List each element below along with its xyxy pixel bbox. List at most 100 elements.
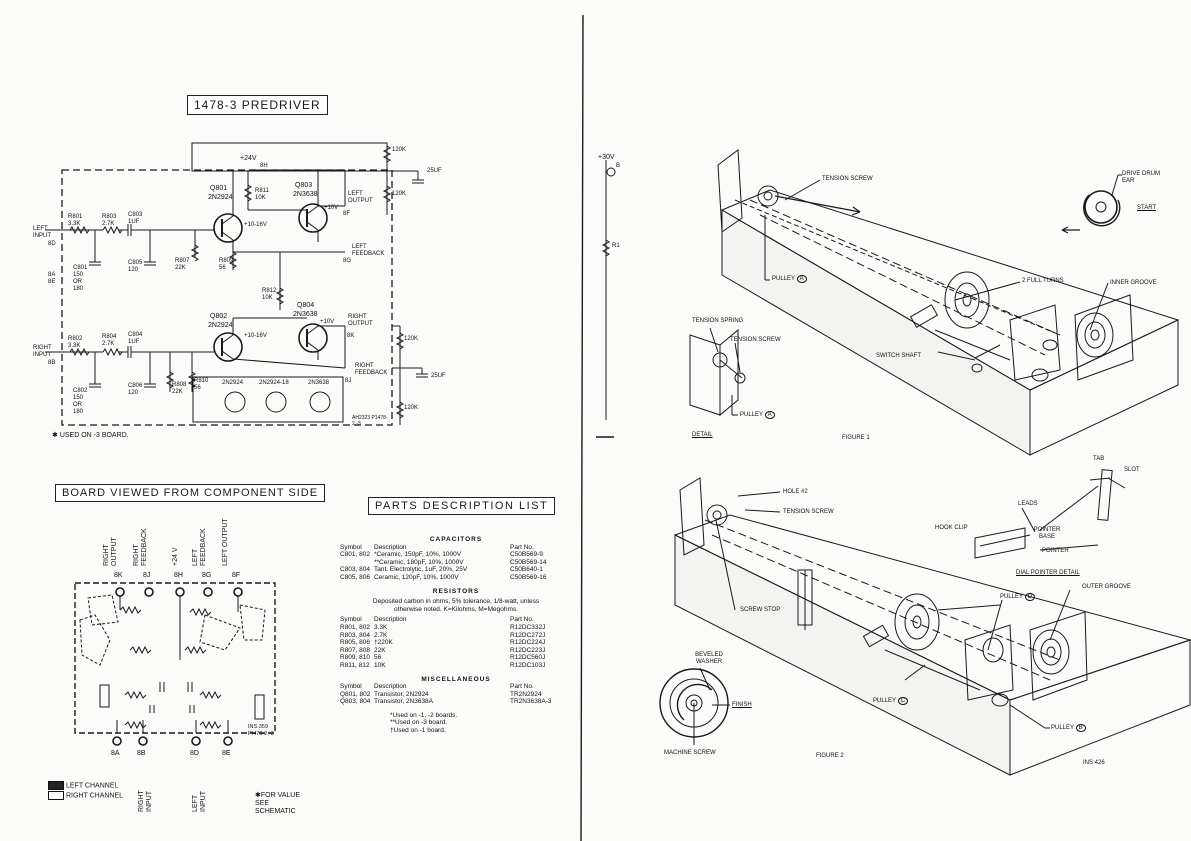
q803-ref: Q803 <box>295 182 313 189</box>
cap-desc: **Ceramic, 180pF, 10%, 1000V <box>374 558 464 566</box>
left-input-label: LEFT INPUT <box>33 226 51 239</box>
ext-resistor-d <box>395 401 405 419</box>
q801-symbol <box>213 213 243 243</box>
resistors-note: Deposited carbon in ohms, 5% tolerance, … <box>372 598 540 613</box>
fig2-outer-groove: OUTER GROOVE <box>1082 584 1132 590</box>
res-symbol: R811, 812 <box>340 661 370 669</box>
left-output-label: LEFT OUTPUT <box>348 191 373 204</box>
q802-ref: Q802 <box>210 313 228 320</box>
asterisk-icon: ✱ <box>255 792 261 799</box>
res-symbol: R807, 808 <box>340 646 370 654</box>
res-desc: 56 <box>374 654 382 662</box>
figure2-drawing <box>659 469 1191 776</box>
partial-pin: B <box>616 163 621 169</box>
cap-part: C50B640-1 <box>510 566 543 574</box>
col-partno: Part No. <box>510 616 534 624</box>
res-part: R12DC223J <box>510 646 546 654</box>
cap-desc: Ceramic, 120pF, 10%, 1000V <box>374 573 459 581</box>
fig1-detail-pulley-text: PULLEY <box>740 412 763 418</box>
pad-8b <box>138 736 148 746</box>
q803-symbol <box>298 203 328 233</box>
fig1-inner-groove: INNER GROOVE <box>1110 280 1157 286</box>
schematic-drawing-no: AH2323 P1478-2,-3 <box>352 415 388 427</box>
left-output-pin: 8F <box>343 211 351 217</box>
cap-desc: *Ceramic, 150pF, 10%, 1000V <box>374 551 462 559</box>
board-bottom-pin-0: 8A <box>111 750 120 757</box>
right-input-label: RIGHT INPUT <box>33 345 52 358</box>
res-part: R12DC224J <box>510 639 546 647</box>
fig2-pointer-base: POINTER BASE <box>1033 527 1061 540</box>
table-row: R809, 810 56 R12DC560J <box>340 654 572 662</box>
fig1-switch-shaft: SWITCH SHAFT <box>876 353 921 359</box>
parts-header-row: Symbol Description Part No. <box>340 683 572 691</box>
legend-right-text: RIGHT CHANNEL <box>66 792 124 800</box>
r802-symbol <box>69 347 90 357</box>
c804-label: C804 1UF <box>128 332 143 345</box>
res-part: R12DC103J <box>510 661 546 669</box>
fig2-pointer: POINTER <box>1042 548 1069 554</box>
right-feedback-pin: 8J <box>345 378 352 384</box>
board-top-label-3: LEFT FEEDBACK <box>192 528 207 566</box>
fig2-screw-stop: SCREW STOP <box>740 607 781 613</box>
c806-label: C806 120 <box>128 383 143 396</box>
fig2-finish: FINISH <box>732 702 752 708</box>
left-feedback-pin: 8G <box>343 258 352 264</box>
q802-pad-outline <box>87 594 119 626</box>
cap-part: C50B569-16 <box>510 573 547 581</box>
r809-symbol <box>228 251 238 269</box>
legend-left-swatch <box>48 781 64 790</box>
circle-letter-icon: A <box>764 411 775 419</box>
supply-rail-box <box>191 142 388 172</box>
pinout-2n3638 <box>309 391 331 413</box>
fig2-beveled-washer: BEVELED WASHER <box>695 652 723 665</box>
res-part: R12DC272J <box>510 631 546 639</box>
res-part: R12DC560J <box>510 654 546 662</box>
misc-desc: Transistor, 2N3638A <box>374 698 434 706</box>
col-partno: Part No. <box>510 683 534 691</box>
board-bottom-label-1: LEFT INPUT <box>192 791 207 812</box>
ext-120k-d-label: 120K <box>404 405 419 411</box>
q803-bias: +10V <box>324 205 339 211</box>
parts-note: *Used on -1, -2 boards. <box>390 711 458 719</box>
circle-letter-icon: A <box>796 275 807 283</box>
res-desc: 10K <box>374 661 386 669</box>
pad-8d <box>191 736 201 746</box>
r803-symbol <box>102 225 123 235</box>
pad-8f <box>233 587 243 597</box>
cap-symbol: C803, 804 <box>340 566 370 574</box>
board-top-label-1: RIGHT FEEDBACK <box>133 528 148 566</box>
r802-label: R802 3.3K <box>68 336 83 349</box>
pad-8a <box>112 736 122 746</box>
fig2-pulley-b-text: PULLEY <box>1051 725 1074 731</box>
misc-desc: Transistor, 2N2924 <box>374 690 429 698</box>
cap-symbol: C805, 806 <box>340 573 370 581</box>
parts-list-title: PARTS DESCRIPTION LIST <box>368 497 556 515</box>
ext-120k-a-label: 120K <box>392 147 407 153</box>
misc-symbol: Q801, 802 <box>340 690 371 698</box>
legend-right-swatch <box>48 791 64 801</box>
fig2-hook-clip: HOOK CLIP <box>935 525 968 531</box>
fig1-pulley-a: PULLEY A <box>772 275 807 283</box>
pad-8g <box>203 587 213 597</box>
board-value-note: ✱FOR VALUE SEE SCHEMATIC <box>255 792 307 816</box>
col-symbol: Symbol <box>340 683 362 691</box>
legend-left-channel: LEFT CHANNEL <box>48 781 123 791</box>
fig1-two-full-turns: 2 FULL TURNS <box>1022 278 1064 284</box>
board-r801 <box>199 720 222 730</box>
pinout-b-label: 2N2924-18 <box>259 380 289 386</box>
board-r811 <box>189 607 212 617</box>
pinout-c-label: 2N3638 <box>308 380 330 386</box>
fig1-start: START <box>1137 205 1157 211</box>
col-description: Description <box>374 616 407 624</box>
supply-pin: 8H <box>260 163 268 169</box>
res-symbol: R809, 810 <box>340 654 370 662</box>
r807-label: R807 22K <box>175 258 190 271</box>
circle-letter-icon: C <box>897 697 908 705</box>
pinout-box <box>192 376 344 423</box>
